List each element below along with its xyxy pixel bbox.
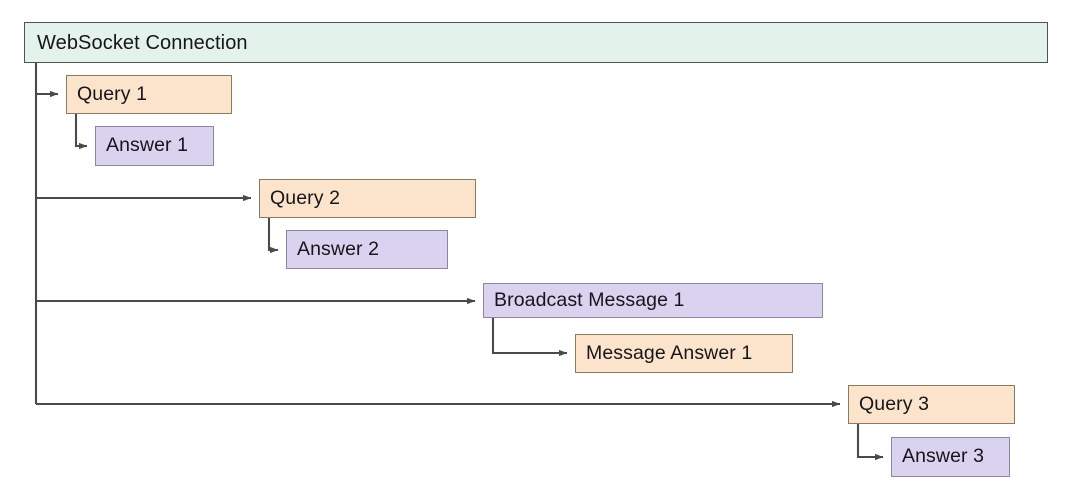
edge-query1-to-answer1: [74, 114, 88, 150]
node-answer-3[interactable]: Answer 3: [891, 437, 1010, 477]
node-label: Answer 1: [106, 134, 189, 157]
session-label: WebSocket Connection: [37, 31, 248, 54]
node-query-2[interactable]: Query 2: [259, 179, 476, 218]
node-label: Answer 3: [902, 445, 985, 468]
node-answer-1[interactable]: Answer 1: [95, 126, 214, 166]
node-label: Message Answer 1: [586, 341, 753, 364]
session-box-websocket-connection[interactable]: WebSocket Connection: [24, 22, 1048, 63]
node-label: Broadcast Message 1: [494, 288, 685, 311]
node-query-1[interactable]: Query 1: [66, 75, 232, 114]
node-query-3[interactable]: Query 3: [848, 385, 1015, 424]
node-message-answer-1[interactable]: Message Answer 1: [575, 334, 793, 373]
node-label: Query 1: [77, 82, 148, 105]
node-answer-2[interactable]: Answer 2: [286, 230, 448, 269]
node-label: Query 2: [270, 186, 341, 209]
edge-message1-to-msgans1: [491, 318, 568, 357]
node-broadcast-message-1[interactable]: Broadcast Message 1: [483, 283, 823, 318]
node-label: Answer 2: [297, 237, 380, 260]
edge-query3-to-answer3: [856, 424, 884, 461]
edge-query2-to-answer2: [267, 218, 279, 254]
node-label: Query 3: [859, 392, 930, 415]
